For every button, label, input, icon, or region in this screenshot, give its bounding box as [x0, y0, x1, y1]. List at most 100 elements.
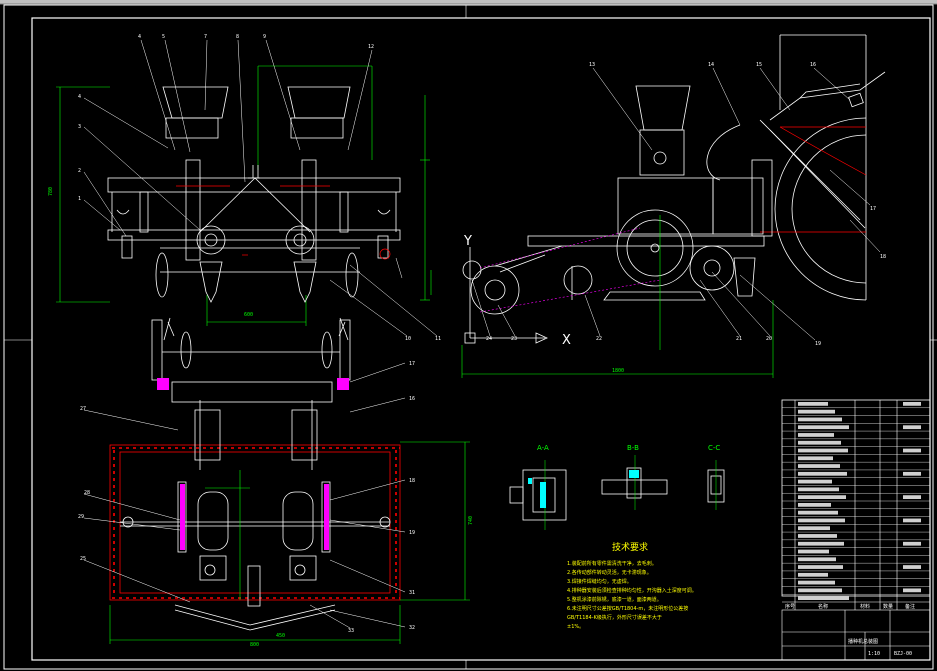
parts-list: 序号 名称 材料 数量 备注	[781, 399, 931, 610]
side-axes	[464, 247, 548, 344]
section-b	[601, 455, 668, 510]
plan-centerlines	[109, 441, 470, 644]
parts-row-name-glyphs	[798, 464, 840, 468]
axis-x-label: X	[562, 333, 571, 348]
svg-text:19: 19	[409, 530, 415, 536]
front-height-dim: 780	[48, 187, 54, 196]
note-line-3: 3.焊接件焊缝均匀，无虚焊。	[567, 578, 632, 585]
svg-text:9: 9	[263, 34, 266, 40]
parts-row-name-glyphs	[798, 549, 829, 554]
section-a-label: A-A	[537, 444, 549, 452]
plan-hidden-marks	[157, 378, 349, 390]
parts-row-remark-glyphs	[903, 402, 921, 406]
parts-row-name-glyphs	[798, 440, 841, 445]
section-a-hatch	[528, 478, 546, 508]
plan-markers	[151, 317, 351, 403]
svg-text:5: 5	[162, 34, 165, 40]
note-line-8: ±1%。	[567, 624, 584, 630]
front-leaders	[83, 39, 438, 337]
svg-text:7: 7	[204, 34, 207, 40]
svg-text:29: 29	[78, 514, 84, 520]
parts-header-no: 序号	[785, 603, 795, 610]
side-chassis	[527, 159, 773, 301]
svg-text:28: 28	[84, 490, 90, 496]
svg-text:4: 4	[138, 34, 141, 40]
section-a	[509, 460, 567, 530]
seed-hoppers	[162, 86, 351, 139]
parts-row-name-glyphs	[798, 471, 847, 476]
parts-header-name: 名称	[818, 603, 828, 610]
parts-row-name-glyphs	[798, 495, 846, 499]
side-chain	[479, 227, 661, 313]
title-block-scale: 1:10	[868, 651, 880, 657]
parts-row-name-glyphs	[798, 596, 849, 600]
ground-width-dim: 450	[276, 633, 285, 639]
hitch-a-frame	[199, 165, 311, 233]
front-press-wheels	[116, 209, 391, 298]
svg-text:2: 2	[78, 168, 81, 174]
parts-row-remark-glyphs	[903, 588, 921, 593]
technical-notes: 技术要求 1.装配前所有零件需清洗干净，去毛刺。 2.各传动部件转动灵活，无卡滞…	[567, 541, 697, 630]
svg-text:24: 24	[486, 336, 492, 342]
svg-text:16: 16	[409, 396, 415, 402]
plan-height-dim: 740	[468, 516, 474, 525]
plan-magenta-parts	[180, 484, 329, 550]
parts-row-name-glyphs	[798, 580, 835, 585]
parts-header-qty: 数量	[883, 603, 893, 610]
parts-row-name-glyphs	[798, 448, 848, 453]
svg-text:11: 11	[435, 336, 441, 342]
axis-y-label: Y	[463, 234, 472, 249]
parts-row-name-glyphs	[798, 433, 834, 437]
parts-row-name-glyphs	[798, 526, 830, 531]
svg-text:18: 18	[880, 254, 886, 260]
title-block	[781, 609, 931, 661]
parts-row-name-glyphs	[798, 565, 843, 569]
parts-header-material: 材料	[860, 603, 870, 610]
svg-text:31: 31	[409, 590, 415, 596]
front-section-marks	[176, 185, 391, 260]
parts-row-name-glyphs	[798, 534, 837, 538]
plan-width-dim: 800	[250, 642, 259, 648]
svg-text:17: 17	[870, 206, 876, 212]
viewer-toolbar-strip	[0, 0, 937, 5]
plan-frame-dashes	[112, 447, 400, 599]
parts-row-remark-glyphs	[903, 495, 921, 499]
front-dimension-lines	[56, 65, 432, 326]
svg-text:17: 17	[409, 361, 415, 367]
parts-row-name-glyphs	[798, 417, 842, 422]
svg-text:13: 13	[589, 62, 595, 68]
note-line-6: 6.未注明尺寸公差按GB/T1804-m，未注明形位公差按	[567, 605, 688, 612]
parts-row-name-glyphs	[798, 409, 835, 414]
svg-text:21: 21	[736, 336, 742, 342]
parts-row-remark-glyphs	[903, 448, 921, 453]
svg-text:8: 8	[236, 34, 239, 40]
parts-row-name-glyphs	[798, 487, 839, 492]
svg-text:20: 20	[766, 336, 772, 342]
side-dimension-lines	[461, 215, 774, 378]
svg-text:1: 1	[78, 196, 81, 202]
svg-text:32: 32	[409, 625, 415, 631]
section-c-label: C-C	[708, 444, 720, 452]
notes-title: 技术要求	[612, 541, 648, 553]
section-b-hatch	[629, 470, 639, 478]
front-view: 780 600	[48, 34, 441, 342]
parts-row-remark-glyphs	[903, 471, 921, 476]
svg-text:19: 19	[815, 341, 821, 347]
svg-text:25: 25	[80, 556, 86, 562]
parts-row-name-glyphs	[798, 572, 828, 577]
parts-row-remark-glyphs	[903, 425, 921, 430]
svg-text:16: 16	[810, 62, 816, 68]
metering-discs	[196, 225, 315, 255]
parts-row-name-glyphs	[798, 503, 831, 507]
section-b-label: B-B	[627, 444, 639, 452]
side-leaders	[471, 67, 881, 341]
svg-text:23: 23	[511, 336, 517, 342]
plan-frame	[109, 444, 401, 601]
sheet-border	[3, 4, 937, 670]
parts-row-name-glyphs	[798, 402, 828, 406]
three-point-linkage	[706, 71, 886, 229]
